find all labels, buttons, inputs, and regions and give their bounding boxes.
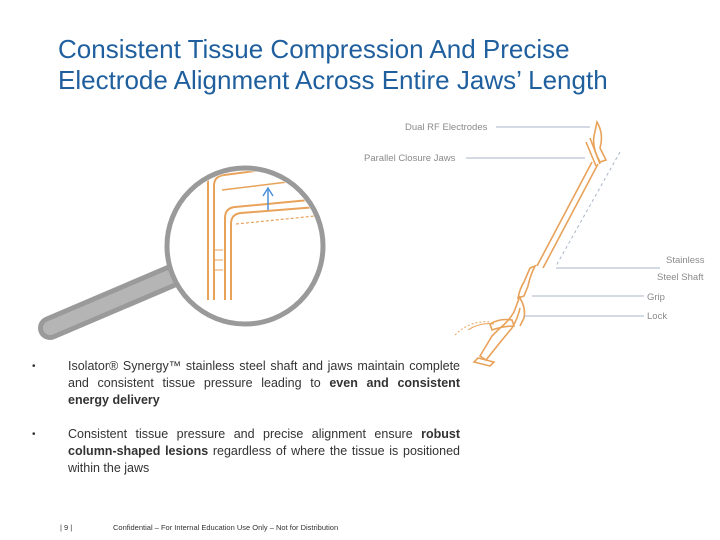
bullet-list: • Isolator® Synergy™ stainless steel sha… [30, 358, 460, 494]
label-lock: Lock [647, 311, 667, 322]
bullet-text: Isolator® Synergy™ stainless steel shaft… [68, 359, 460, 407]
bullet-marker: • [32, 361, 36, 372]
label-steel-shaft: Steel Shaft [657, 272, 704, 283]
instrument-figure: Dual RF Electrodes Parallel Closure Jaws… [38, 119, 705, 367]
slide-title-line1: Consistent Tissue Compression And Precis… [58, 34, 570, 64]
slide-title-line2: Electrode Alignment Across Entire Jaws’ … [58, 65, 608, 95]
magnifier-handle [38, 258, 198, 340]
magnifier-lens [164, 165, 326, 327]
page-number: | 9 | [60, 523, 73, 532]
bullet-text: Consistent tissue pressure and precise a… [68, 427, 460, 475]
compression-arrow [262, 186, 274, 210]
bullet-item: • Consistent tissue pressure and precise… [30, 426, 460, 477]
callout-lines [466, 126, 660, 317]
label-grip: Grip [647, 292, 665, 303]
instrument [454, 119, 608, 367]
slide-title: Consistent Tissue Compression And Precis… [58, 34, 708, 96]
label-dual-rf-electrodes: Dual RF Electrodes [405, 122, 488, 133]
confidential-notice: Confidential – For Internal Education Us… [113, 523, 339, 532]
label-parallel-closure-jaws: Parallel Closure Jaws [364, 153, 456, 164]
label-stainless: Stainless [666, 255, 705, 266]
bullet-marker: • [32, 429, 36, 440]
bullet-item: • Isolator® Synergy™ stainless steel sha… [30, 358, 460, 409]
